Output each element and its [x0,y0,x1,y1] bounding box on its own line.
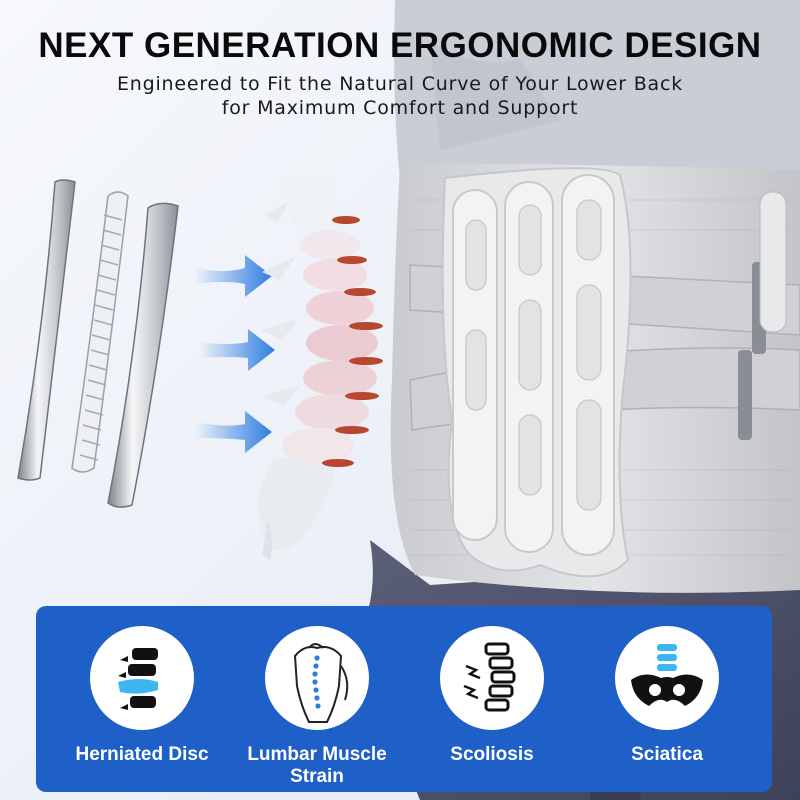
condition-lumbar-muscle-strain: Lumbar Muscle Strain [232,626,402,788]
condition-label: Scoliosis [450,744,534,765]
subheadline-line-1: Engineered to Fit the Natural Curve of Y… [116,73,684,95]
scoliosis-icon [440,626,544,730]
subheadline-line-2: for Maximum Comfort and Support [221,97,579,119]
condition-label: Herniated Disc [75,744,209,765]
condition-herniated-disc: Herniated Disc [57,626,227,766]
condition-sciatica: Sciatica [582,626,752,766]
condition-scoliosis: Scoliosis [407,626,577,766]
headline: NEXT GENERATION ERGONOMIC DESIGN [38,26,762,65]
condition-label: Sciatica [631,744,703,765]
subheadline: Engineered to Fit the Natural Curve of Y… [0,72,800,120]
lumbar-strain-icon [265,626,369,730]
sciatica-icon [615,626,719,730]
herniated-disc-icon [90,626,194,730]
conditions-panel: Herniated Disc Lumbar Muscle Strain [36,606,772,792]
condition-label: Lumbar Muscle Strain [247,744,387,787]
